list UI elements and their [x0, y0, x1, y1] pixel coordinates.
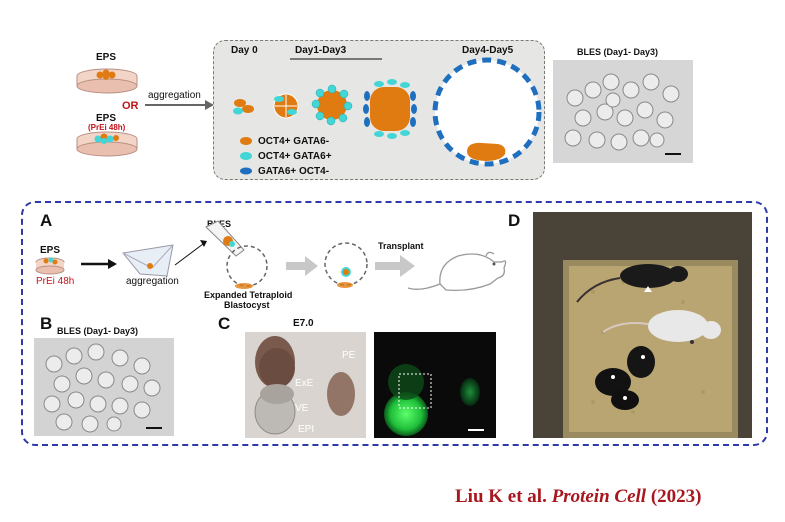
prei-label: (PrEi 48h) [88, 123, 126, 132]
panel-a-blastocyst-label-2: Blastocyst [224, 300, 270, 310]
legend-gata6-oct4-neg: GATA6+ OCT4- [258, 166, 330, 177]
legend-oct4-gata6-pos: OCT4+ GATA6+ [258, 151, 332, 162]
embryo-brightfield-photo: ExE VE EPI PE [245, 332, 366, 438]
aggregation-label: aggregation [148, 90, 201, 101]
panel-a-blastocyst-label-1: Expanded Tetraploid [204, 290, 293, 300]
panel-c-letter: C [218, 314, 231, 333]
panel-a-bles-label: BLES [207, 219, 232, 229]
citation-year: (2023) [650, 486, 702, 507]
label-pe: PE [342, 350, 356, 361]
panel-b-title: BLES (Day1- Day3) [57, 326, 139, 336]
figure-panels-frame [21, 201, 768, 446]
embryo-fluorescence-photo [374, 332, 496, 438]
bles-micrograph-top [553, 60, 693, 163]
citation: Liu K et al. Protein Cell (2023) [455, 486, 701, 508]
citation-journal: Protein Cell [551, 486, 647, 507]
day45-label: Day4-Day5 [462, 45, 514, 56]
panel-b-letter: B [40, 314, 53, 333]
day0-label: Day 0 [231, 45, 258, 56]
bles-micrograph-panel-b [34, 338, 174, 436]
panel-d-letter: D [508, 211, 521, 230]
panel-a-aggregation-label: aggregation [126, 276, 179, 287]
day13-label: Day1-Day3 [295, 45, 347, 56]
or-label: OR [122, 100, 139, 112]
panel-a-letter: A [40, 211, 53, 230]
mice-cage-photo [533, 212, 752, 438]
eps-label: EPS [96, 52, 117, 63]
panel-a-prei-label: PrEi 48h [36, 276, 75, 287]
panel-c-stage-label: E7.0 [293, 318, 314, 329]
legend-oct4-gata6-neg: OCT4+ GATA6- [258, 136, 330, 147]
panel-a-transplant-label: Transplant [378, 241, 424, 251]
eps-label-2: EPS [96, 113, 117, 124]
citation-authors: Liu K et al. [455, 486, 547, 507]
panel-a-eps-label: EPS [40, 245, 61, 256]
label-ve: VE [295, 403, 309, 414]
label-epi: EPI [298, 424, 315, 435]
label-exe: ExE [295, 378, 314, 389]
bles-photo-title: BLES (Day1- Day3) [577, 47, 659, 57]
